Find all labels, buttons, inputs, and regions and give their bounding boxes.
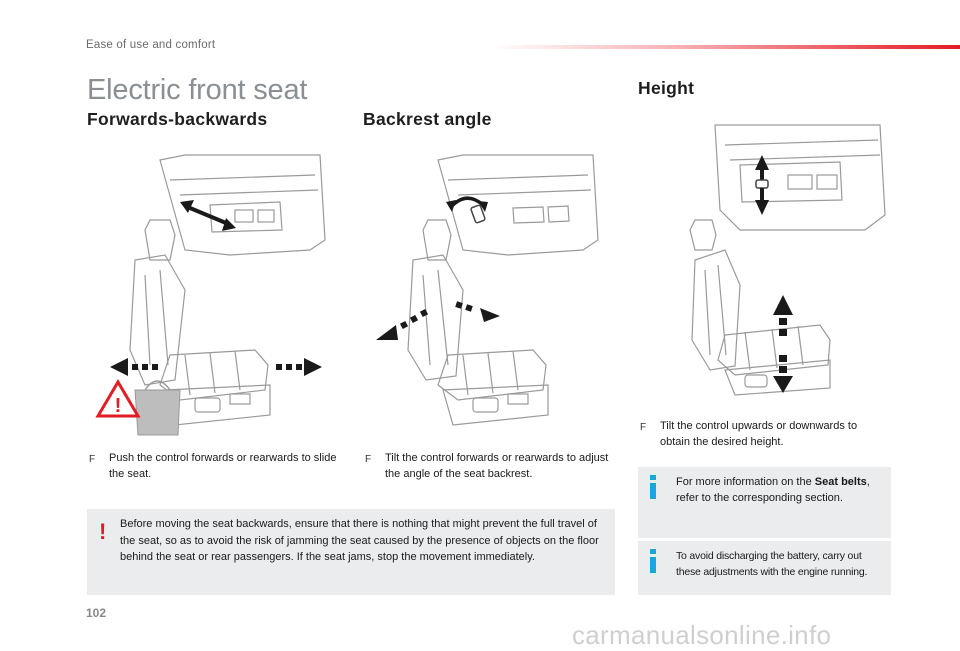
bullet-forwards-text: Push the control forwards or rearwards t… [109, 452, 337, 480]
section-title-forwards: Forwards-backwards [87, 109, 268, 129]
page-title: Electric front seat [87, 74, 308, 106]
warning-box: ! Before moving the seat backwards, ensu… [87, 509, 615, 595]
info-seat-belts-suffix: , refer to the corresponding section. [676, 476, 870, 504]
bullet-height: F Tilt the control upwards or downwards … [640, 419, 890, 450]
watermark: carmanualsonline.info [572, 620, 832, 650]
page-number: 102 [86, 606, 107, 620]
info-icon [647, 475, 659, 501]
header-accent-bar [490, 45, 960, 49]
seat-slide-illustration: ! [95, 154, 326, 436]
running-header: Ease of use and comfort [86, 39, 216, 51]
bullet-marker: F [89, 454, 96, 465]
info-box-seat-belts: For more information on the Seat belts, … [638, 467, 891, 538]
info-seat-belts-text: For more information on the Seat belts, … [676, 474, 886, 506]
seat-height-illustration [689, 124, 886, 396]
warning-text: Before moving the seat backwards, ensure… [120, 518, 599, 563]
svg-text:!: ! [115, 395, 122, 417]
info-battery-text: To avoid discharging the battery, carry … [676, 550, 868, 578]
info-seat-belts-prefix: For more information on the [676, 476, 815, 488]
warning-mark-icon: ! [99, 519, 107, 544]
backrest-angle-illustration [376, 154, 599, 426]
bullet-backrest: F Tilt the control forwards or rearwards… [365, 451, 615, 482]
bullet-backrest-text: Tilt the control forwards or rearwards t… [385, 452, 609, 480]
bullet-marker: F [365, 454, 372, 465]
section-title-backrest: Backrest angle [363, 109, 492, 129]
info-icon [647, 549, 659, 575]
bullet-height-text: Tilt the control upwards or downwards to… [660, 420, 858, 448]
bullet-forwards: F Push the control forwards or rearwards… [89, 451, 344, 482]
info-box-battery: To avoid discharging the battery, carry … [638, 541, 891, 595]
seat-belts-link-text: Seat belts [814, 476, 867, 488]
section-title-height: Height [638, 78, 695, 98]
bullet-marker: F [640, 422, 647, 433]
